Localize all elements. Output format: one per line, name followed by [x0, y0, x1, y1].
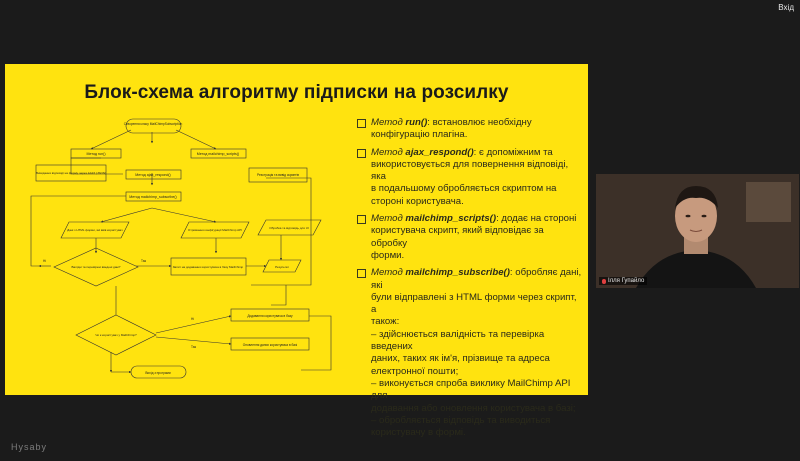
- method-description: в подальшому обробляється скриптом на: [371, 183, 557, 195]
- method-description: – здійснюється валідність та перевірка в…: [371, 328, 545, 353]
- participant-name-tag: Ілля Гупайло: [599, 277, 648, 285]
- svg-text:Оновлення даних користувача в: Оновлення даних користувача в базі: [243, 343, 298, 347]
- svg-text:Запит на додавання користувача: Запит на додавання користувача в базу Ma…: [173, 265, 244, 269]
- shared-slide: Блок-схема алгоритму підписки на розсилк…: [5, 64, 588, 452]
- node-add: Додавання користувача в базу: [230, 308, 310, 322]
- method-description: користувача скрипт, який відповідає за о…: [371, 225, 544, 249]
- participant-video[interactable]: Ілля Гупайло: [596, 174, 799, 288]
- svg-text:Додавання користувача в базу: Додавання користувача в базу: [247, 314, 293, 318]
- method-description: : є допоміжним та: [473, 146, 553, 158]
- method-prefix: Метод: [371, 146, 406, 158]
- node-scripts: Метод mailchimp_scripts(): [190, 148, 247, 159]
- node-update: Оновлення даних користувача в базі: [230, 337, 310, 351]
- method-description: форми.: [371, 249, 405, 261]
- muted-mic-icon: [602, 278, 606, 284]
- method-name: mailchimp_scripts(): [405, 213, 497, 225]
- label-yes-2: Так: [191, 345, 197, 349]
- node-ajax: Метод ajax_respond(): [125, 169, 182, 180]
- node-start: Створення класу MailChimpSubscription: [124, 118, 183, 134]
- method-item: Метод mailchimp_scripts(): додає на стор…: [357, 213, 582, 262]
- node-exit: Вихід з програми: [130, 365, 187, 379]
- svg-text:Метод mailchimp_subscribe(): Метод mailchimp_subscribe(): [129, 195, 176, 199]
- watermark: Hysaby: [11, 442, 48, 452]
- svg-text:Реєстрація та вивід скриптів: Реєстрація та вивід скриптів: [257, 173, 299, 177]
- method-description: – обробляється відповідь та виводиться: [371, 414, 551, 426]
- checkbox-bullet-icon: [357, 269, 366, 279]
- node-validate: Валідні та перевірені введені дані?: [53, 247, 139, 287]
- method-prefix: Метод: [371, 213, 406, 225]
- method-description: : додає на стороні: [496, 213, 577, 225]
- method-description: : встановлює необхідну: [427, 117, 532, 128]
- method-description: використовується для повернення відповід…: [371, 158, 569, 183]
- label-no-2: Ні: [191, 317, 194, 321]
- node-ajax-note: Викидання відповіді на форму через AJAX …: [35, 164, 107, 182]
- exit-button[interactable]: Вхід: [778, 3, 794, 12]
- node-form-data: Дані з HTML форми, які ввів користувач: [60, 221, 130, 239]
- node-scripts-note: Реєстрація та вивід скриптів: [248, 167, 308, 183]
- method-description: додавання або оновлення користувача в ба…: [371, 402, 576, 414]
- node-send: Запит на додавання користувача в базу Ma…: [170, 257, 247, 276]
- svg-text:Обробка та відповідь для UI: Обробка та відповідь для UI: [269, 226, 309, 230]
- method-prefix: Метод: [371, 267, 406, 279]
- method-prefix: Метод: [371, 117, 406, 128]
- method-description: даних, таких як ім'я, прізвище та адреса: [371, 353, 550, 365]
- participant-image: [596, 174, 799, 288]
- node-result: Результат: [262, 259, 302, 273]
- svg-text:Результат: Результат: [275, 265, 289, 269]
- svg-text:Створення класу MailChimpSubsc: Створення класу MailChimpSubscription: [124, 122, 183, 126]
- node-mc-check: Чи є користувач у MailChimp?: [75, 314, 157, 356]
- method-description: користувачу в формі.: [371, 427, 466, 439]
- method-description: – виконується спроба виклику MailChimp A…: [371, 377, 571, 402]
- checkbox-bullet-icon: [357, 119, 366, 128]
- node-subscribe: Метод mailchimp_subscribe(): [125, 191, 182, 202]
- method-item: Метод mailchimp_subscribe(): обробляє да…: [357, 267, 582, 439]
- method-description: стороні користувача.: [371, 195, 464, 207]
- svg-text:Викидання відповіді на форму ч: Викидання відповіді на форму через AJAX …: [36, 171, 106, 175]
- svg-text:Метод run(): Метод run(): [86, 152, 105, 156]
- label-no-1: Ні: [43, 259, 46, 263]
- svg-text:Валідні та перевірені введені: Валідні та перевірені введені дані?: [72, 265, 121, 269]
- svg-text:Метод ajax_respond(): Метод ajax_respond(): [135, 173, 171, 177]
- checkbox-bullet-icon: [357, 215, 366, 225]
- flowchart: Створення класу MailChimpSubscription Ме…: [11, 110, 349, 392]
- participant-name: Ілля Гупайло: [608, 278, 645, 284]
- svg-text:Отримання конфігурації MailChi: Отримання конфігурації MailChimp API: [188, 228, 242, 232]
- svg-text:Чи є користувач у MailChimp?: Чи є користувач у MailChimp?: [95, 333, 137, 337]
- method-description: : обробляє дані, які: [371, 267, 582, 291]
- method-description: конфігурацію плагіна.: [371, 129, 468, 141]
- svg-text:Метод mailchimp_scripts(): Метод mailchimp_scripts(): [197, 152, 239, 156]
- node-run: Метод run(): [70, 148, 122, 159]
- method-name: mailchimp_subscribe(): [405, 267, 510, 279]
- node-config: Отримання конфігурації MailChimp API: [180, 221, 250, 239]
- method-description: були відправлені з HTML форми через скри…: [371, 291, 577, 316]
- method-description: також:: [371, 316, 400, 328]
- slide-title: Блок-схема алгоритму підписки на розсилк…: [84, 82, 509, 103]
- method-name: run(): [405, 117, 428, 128]
- method-name: ajax_respond(): [405, 146, 474, 158]
- label-yes-1: Так: [141, 259, 147, 263]
- node-show-response: Обробка та відповідь для UI: [257, 219, 322, 236]
- svg-text:Дані з HTML форми, які ввів ко: Дані з HTML форми, які ввів користувач: [67, 228, 123, 232]
- checkbox-bullet-icon: [357, 148, 366, 158]
- method-description: електронної пошти;: [371, 365, 459, 377]
- svg-text:Вихід з програми: Вихід з програми: [145, 371, 170, 375]
